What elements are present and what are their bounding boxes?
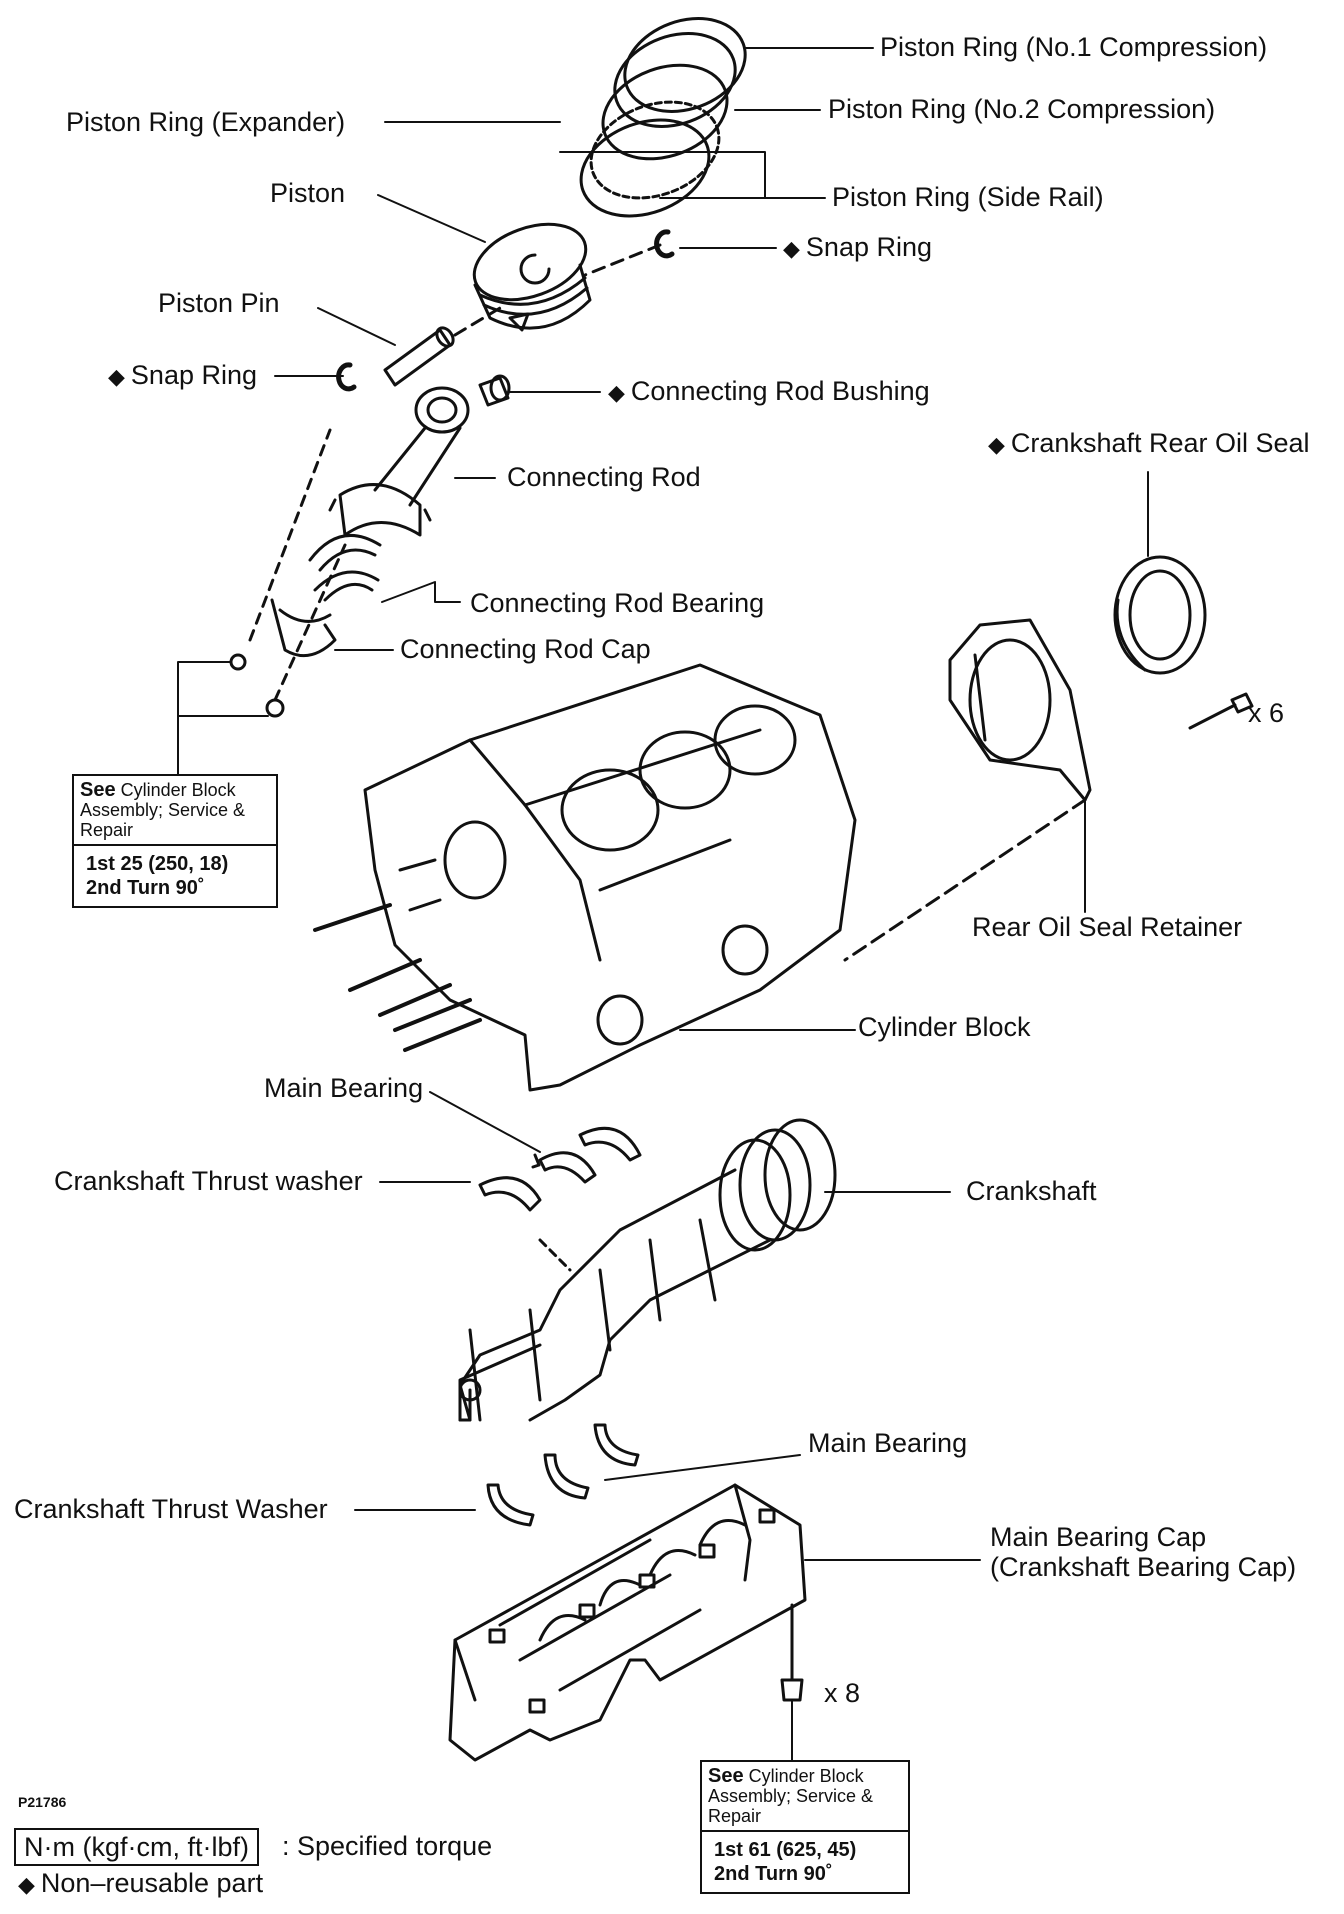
label-bolt-count-x8: x 8 <box>824 1678 861 1708</box>
label-snap-ring-right: ◆Snap Ring <box>783 232 933 262</box>
piston-pin-drawing <box>383 326 455 387</box>
leader-lines <box>177 47 1149 1761</box>
rod-bushing-drawing <box>478 374 511 407</box>
label-main-bearing-bottom: Main Bearing <box>808 1428 968 1458</box>
label-main-bearing-top: Main Bearing <box>264 1073 424 1103</box>
torque-reference: See Cylinder Block Assembly; Service & R… <box>708 1765 874 1826</box>
label-crankshaft-thrust-washer-top: Crankshaft Thrust washer <box>54 1166 363 1196</box>
main-bearing-cap-drawing <box>448 1483 807 1762</box>
crankshaft-rear-oil-seal-drawing <box>1113 555 1207 675</box>
torque-values: 1st 61 (625, 45) 2nd Turn 90˚ <box>702 1830 908 1892</box>
rod-bearing-drawing <box>308 533 382 602</box>
retainer-bolt-drawing <box>1188 692 1254 730</box>
label-piston: Piston <box>270 178 346 208</box>
figure-id: P21786 <box>18 1794 67 1810</box>
piston-rings-drawing <box>579 17 747 218</box>
label-piston-pin: Piston Pin <box>158 288 280 318</box>
label-crankshaft-thrust-washer-bottom: Crankshaft Thrust Washer <box>14 1494 328 1524</box>
non-reusable-diamond-icon: ◆ <box>783 236 800 261</box>
label-bolt-count-x6: x 6 <box>1248 698 1285 728</box>
upper-main-bearings-drawing <box>478 1126 642 1212</box>
cylinder-block-drawing <box>313 663 857 1092</box>
non-reusable-diamond-icon: ◆ <box>608 380 625 405</box>
non-reusable-diamond-icon: ◆ <box>988 432 1005 457</box>
label-piston-ring-side-rail: Piston Ring (Side Rail) <box>832 182 1104 212</box>
torque-reference: See Cylinder Block Assembly; Service & R… <box>80 779 246 840</box>
label-piston-ring-no1: Piston Ring (No.1 Compression) <box>880 32 1268 62</box>
torque-spec-box-rod-cap: See Cylinder Block Assembly; Service & R… <box>72 774 278 908</box>
legend-torque-desc: : Specified torque <box>282 1831 493 1861</box>
label-connecting-rod-bushing: ◆Connecting Rod Bushing <box>608 376 930 406</box>
label-snap-ring-left: ◆Snap Ring <box>108 360 258 390</box>
label-rear-oil-seal-retainer: Rear Oil Seal Retainer <box>972 912 1243 942</box>
torque-spec-box-main-cap: See Cylinder Block Assembly; Service & R… <box>700 1760 910 1894</box>
label-connecting-rod: Connecting Rod <box>507 462 701 492</box>
crankshaft-drawing <box>458 1118 837 1422</box>
legend-non-reusable: ◆Non–reusable part <box>18 1868 264 1898</box>
snap-ring-left-drawing <box>336 362 357 392</box>
legend-torque-unit-box: N·m (kgf·cm, ft·lbf) <box>14 1828 259 1866</box>
non-reusable-diamond-icon: ◆ <box>18 1872 35 1897</box>
label-connecting-rod-bearing: Connecting Rod Bearing <box>470 588 765 618</box>
label-piston-ring-no2: Piston Ring (No.2 Compression) <box>828 94 1216 124</box>
main-cap-bolt-drawing <box>780 1603 804 1702</box>
label-crankshaft: Crankshaft <box>966 1176 1097 1206</box>
label-connecting-rod-cap: Connecting Rod Cap <box>400 634 651 664</box>
torque-values: 1st 25 (250, 18) 2nd Turn 90˚ <box>74 844 276 906</box>
label-main-bearing-cap: Main Bearing Cap <box>990 1522 1207 1552</box>
rear-oil-seal-retainer-drawing <box>948 618 1092 802</box>
label-crankshaft-bearing-cap: (Crankshaft Bearing Cap) <box>990 1552 1297 1582</box>
rod-cap-drawing <box>270 598 337 658</box>
non-reusable-diamond-icon: ◆ <box>108 364 125 389</box>
label-crankshaft-rear-oil-seal: ◆Crankshaft Rear Oil Seal <box>988 428 1310 458</box>
piston-drawing <box>472 222 592 332</box>
label-piston-ring-expander: Piston Ring (Expander) <box>66 107 346 137</box>
connecting-rod-drawing <box>328 386 470 537</box>
label-cylinder-block: Cylinder Block <box>858 1012 1031 1042</box>
lower-main-bearings-drawing <box>486 1423 640 1527</box>
